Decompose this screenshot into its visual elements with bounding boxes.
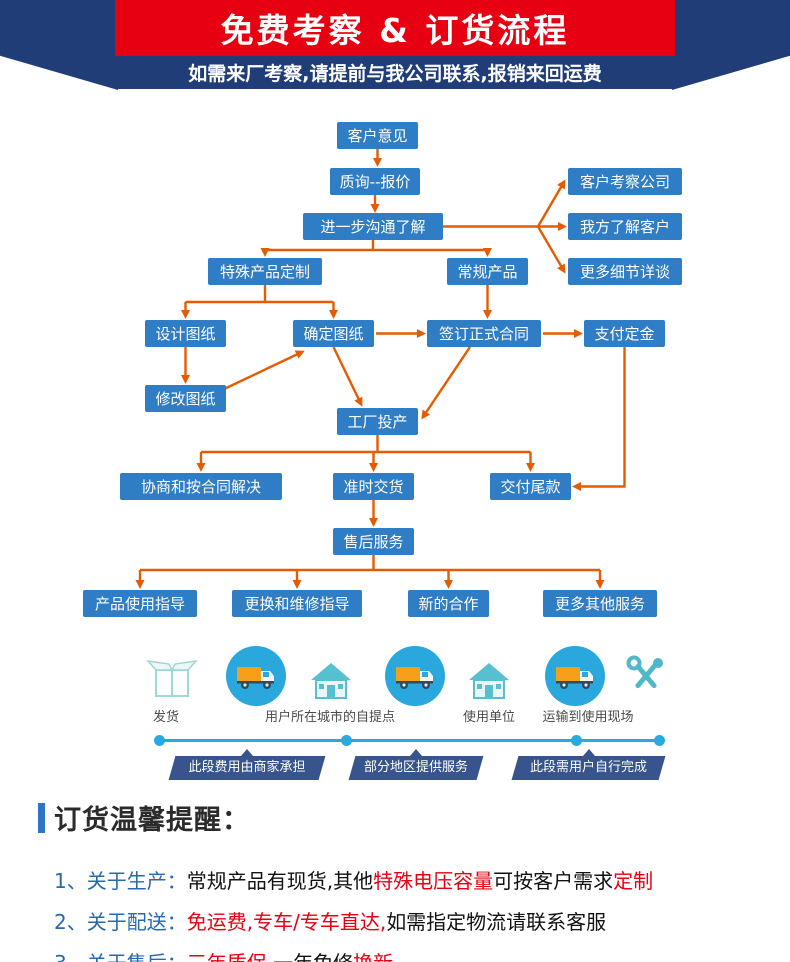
ribbon-label: 部分地区提供服务	[363, 760, 468, 775]
note-highlight: 换新	[353, 951, 393, 962]
flow-box-new-cooperation: 新的合作	[408, 590, 489, 617]
note-text: 如需指定物流请联系客服	[386, 910, 607, 934]
delivery-label-ship: 发货	[152, 710, 179, 725]
timeline-dot	[154, 735, 165, 746]
flow-box-modify-drawing: 修改图纸	[145, 385, 226, 412]
note-text: 常规产品有现货,其他	[186, 869, 374, 893]
ribbon-label: 此段费用由商家承担	[188, 760, 306, 775]
flow-box-know-customer: 我方了解客户	[568, 213, 682, 240]
flow-box-customer-feedback: 客户意见	[337, 122, 418, 149]
tools-icon	[622, 652, 670, 704]
flow-box-factory-production: 工厂投产	[337, 408, 418, 435]
house-icon	[466, 658, 512, 708]
flow-box-pay-balance: 交付尾款	[490, 473, 571, 500]
note-label: 2、关于配送：	[54, 910, 187, 934]
delivery-timeline	[160, 739, 662, 742]
timeline-dot	[654, 735, 665, 746]
ribbon-partial-service: 部分地区提供服务	[352, 749, 480, 780]
notes-accent-bar	[38, 803, 45, 833]
delivery-label-user-unit: 使用单位	[462, 710, 515, 725]
notes-title: 订货温馨提醒：	[54, 805, 250, 836]
truck-icon	[544, 645, 606, 711]
flow-box-repair-guidance: 更换和维修指导	[232, 590, 362, 617]
timeline-dot	[571, 735, 582, 746]
banner-left-wing	[0, 0, 118, 90]
flow-box-regular-product: 常规产品	[447, 258, 528, 285]
note-highlight: 免运费,专车/专车直达,	[186, 910, 387, 934]
flow-box-sign-contract: 签订正式合同	[427, 320, 541, 347]
flow-box-customer-visit: 客户考察公司	[568, 168, 682, 195]
banner-right-wing	[672, 0, 790, 90]
flow-box-further-communication: 进一步沟通了解	[303, 213, 443, 240]
flow-box-after-sales: 售后服务	[333, 528, 414, 555]
timeline-dot	[341, 735, 352, 746]
truck-icon	[225, 645, 287, 711]
package-icon	[146, 652, 198, 708]
note-highlight: 三年质保,	[187, 951, 273, 962]
flow-box-negotiate-resolve: 协商和按合同解决	[120, 473, 282, 500]
note-line-after-sales: 3、关于售后：三年质保,一年免修换新	[54, 947, 393, 962]
note-text: 一年免修	[273, 951, 353, 962]
flow-box-more-services: 更多其他服务	[543, 590, 657, 617]
note-text: 可按客户需求	[493, 869, 614, 893]
flow-box-confirm-drawing: 确定图纸	[293, 320, 374, 347]
ribbon-merchant-cost: 此段费用由商家承担	[172, 749, 322, 780]
ribbon-label: 此段需用户自行完成	[529, 760, 647, 775]
house-icon	[308, 658, 354, 708]
note-highlight: 特殊电压容量	[373, 869, 494, 893]
page-title: 免费考察 & 订货流程	[115, 0, 675, 56]
flow-box-inquiry-quote: 质询--报价	[330, 168, 420, 195]
flow-box-design-drawing: 设计图纸	[145, 320, 226, 347]
delivery-label-pickup: 用户所在城市的自提点	[264, 710, 395, 725]
note-label: 1、关于生产：	[54, 869, 187, 893]
flow-box-usage-guidance: 产品使用指导	[83, 590, 197, 617]
note-line-shipping: 2、关于配送：免运费,专车/专车直达,如需指定物流请联系客服	[54, 906, 606, 935]
flow-box-custom-product: 特殊产品定制	[208, 258, 322, 285]
flow-box-on-time-delivery: 准时交货	[333, 473, 414, 500]
page-subtitle: 如需来厂考察,请提前与我公司联系,报销来回运费	[115, 56, 675, 89]
flow-box-pay-deposit: 支付定金	[584, 320, 665, 347]
note-label: 3、关于售后：	[54, 951, 187, 962]
flow-box-more-details: 更多细节详谈	[568, 258, 682, 285]
truck-icon	[384, 645, 446, 711]
note-line-production: 1、关于生产：常规产品有现货,其他特殊电压容量可按客户需求定制	[54, 865, 653, 894]
delivery-label-transport: 运输到使用现场	[542, 710, 634, 725]
note-highlight: 定制	[613, 869, 654, 893]
ribbon-user-complete: 此段需用户自行完成	[515, 749, 662, 780]
